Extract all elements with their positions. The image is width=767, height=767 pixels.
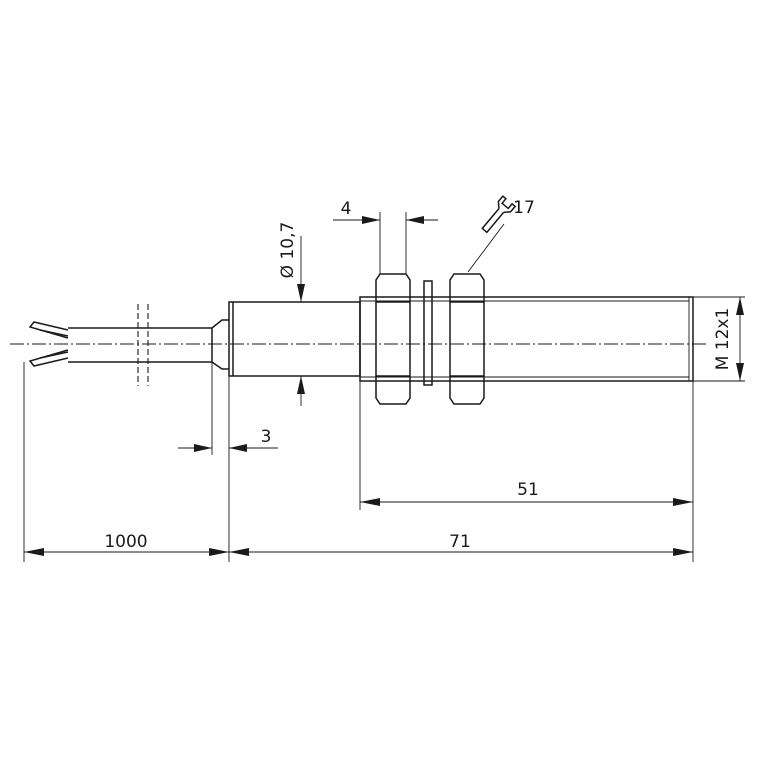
cable (10, 304, 708, 386)
threaded-section (359, 296, 694, 382)
dim-nut-width: 4 (333, 199, 438, 224)
body-diameter-label: Ø 10,7 (278, 222, 298, 279)
lock-washer (423, 280, 433, 386)
bend-relief (211, 319, 229, 370)
wrench-icon (481, 195, 517, 234)
step-length-label: 3 (261, 427, 272, 447)
dim-body-diameter: Ø 10,7 (278, 222, 305, 406)
sensor-body (228, 296, 694, 382)
extension-lines (23, 212, 745, 562)
dim-total-length: 71 (229, 532, 693, 556)
thread-length-label: 51 (517, 480, 539, 500)
leader-line (467, 223, 505, 273)
wrench-size-label: 17 (513, 198, 535, 218)
body-housing (228, 301, 361, 377)
thread-size-label: M 12x1 (713, 308, 733, 371)
dim-thread-length: 51 (360, 480, 693, 506)
total-length-label: 71 (449, 532, 471, 552)
dim-cable-length: 1000 (24, 532, 229, 556)
dim-thread-size: M 12x1 (713, 297, 744, 381)
cable-break-marks (137, 304, 149, 386)
wrench-callout: 17 (467, 195, 535, 273)
hex-nut-right (449, 273, 485, 405)
hex-nut-left (375, 273, 411, 405)
nut-width-label: 4 (341, 199, 352, 219)
dim-step-length: 3 (178, 427, 278, 452)
cable-length-label: 1000 (104, 532, 147, 552)
wire-ends (28, 321, 69, 367)
